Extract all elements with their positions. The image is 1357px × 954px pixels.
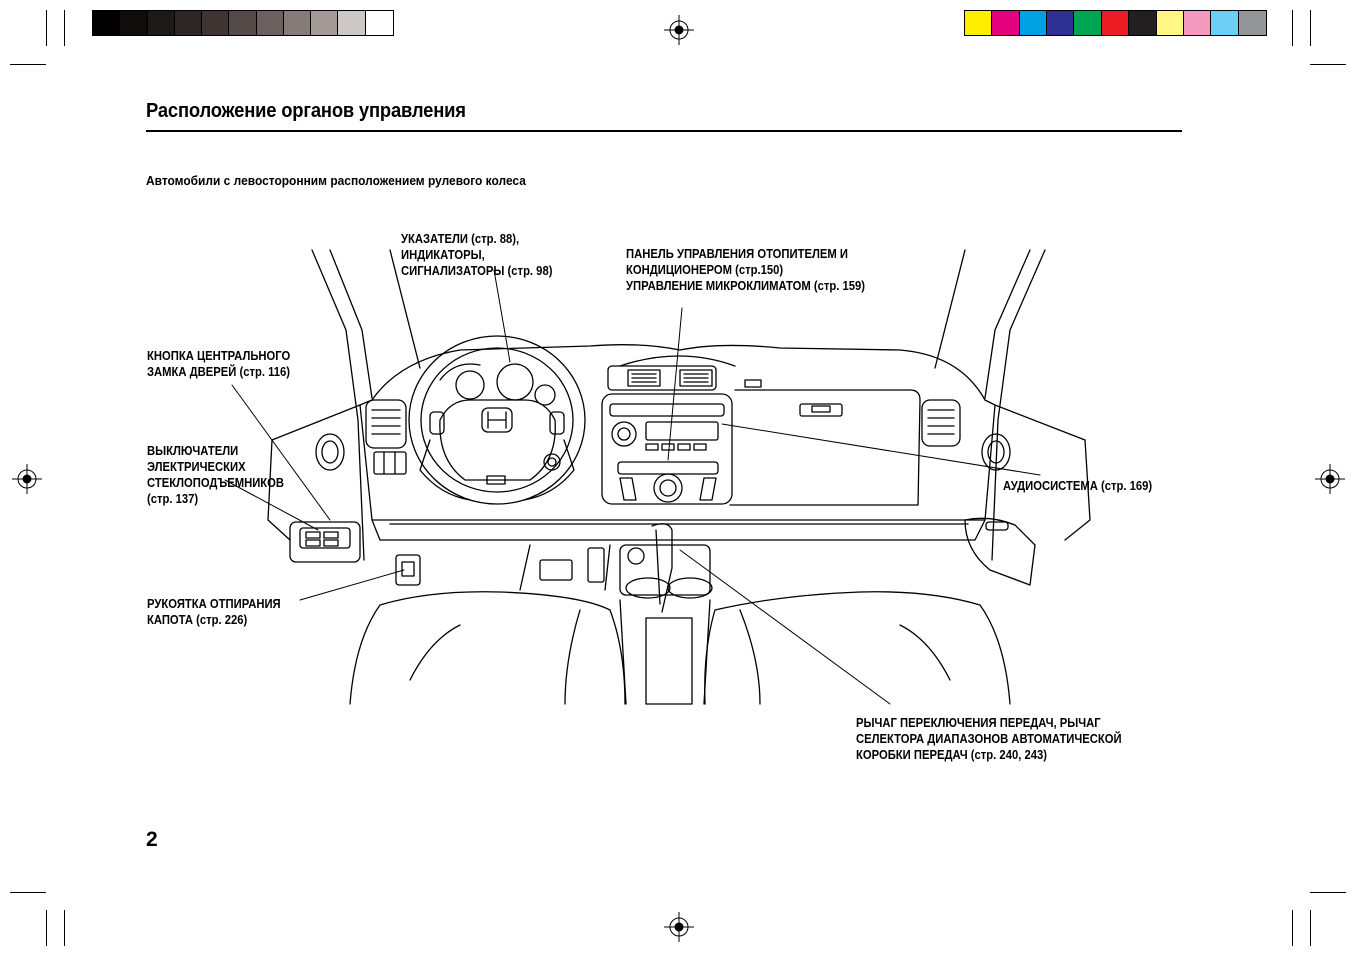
color-calibration-bar [964,10,1267,36]
color-swatch [1183,11,1212,35]
seats [349,591,1011,705]
label-hood-release: РУКОЯТКА ОТПИРАНИЯ КАПОТА (стр. 226) [147,597,281,627]
leader-gauges [493,269,511,363]
gray-swatch [365,11,393,35]
steering-wheel [408,335,586,505]
registration-mark-right [1315,464,1345,494]
label-gauges: УКАЗАТЕЛИ (стр. 88), ИНДИКАТОРЫ, СИГНАЛИ… [401,232,553,278]
left-door-area [289,433,361,563]
glovebox [729,379,921,506]
shift-console [619,523,713,705]
color-swatch [1047,11,1075,35]
left-vent [365,399,407,475]
color-swatch [1129,11,1157,35]
gray-swatch [338,11,366,35]
center-stack [601,355,736,505]
registration-mark-left [12,464,42,494]
leader-door-lock [231,384,331,521]
right-door-area [964,433,1036,586]
registration-mark-top [664,15,694,45]
color-swatch [1101,11,1130,35]
page-number: 2 [146,828,158,851]
gray-swatch [256,11,284,35]
color-swatch [1156,11,1184,35]
gray-swatch [311,11,339,35]
windshield-frame [311,249,1046,561]
color-swatch [1238,11,1266,35]
color-swatch [965,11,993,35]
registration-mark-bottom [664,912,694,942]
leader-hood [299,569,405,601]
leader-windows [224,479,319,531]
leader-shift [679,549,891,705]
title-rule [146,130,1182,132]
color-swatch [992,11,1020,35]
grayscale-calibration-bar [92,10,394,36]
gray-swatch [120,11,148,35]
page-subtitle: Автомобили с левосторонним расположением… [146,173,526,188]
label-door-lock: КНОПКА ЦЕНТРАЛЬНОГО ЗАМКА ДВЕРЕЙ (стр. 1… [147,349,291,379]
page-title: Расположение органов управления [146,100,466,122]
gray-swatch [229,11,257,35]
label-audio: АУДИОСИСТЕМА (стр. 169) [1003,479,1153,493]
label-climate: ПАНЕЛЬ УПРАВЛЕНИЯ ОТОПИТЕЛЕМ И КОНДИЦИОН… [626,247,866,293]
leader-climate [667,307,683,461]
pedals [395,544,611,591]
dashboard-outline [267,344,1091,541]
gray-swatch [283,11,312,35]
right-vent [921,399,961,447]
color-swatch [1074,11,1102,35]
color-swatch [1211,11,1239,35]
gray-swatch [202,11,230,35]
color-swatch [1019,11,1048,35]
leader-audio [721,423,1041,476]
label-shift-lever: РЫЧАГ ПЕРЕКЛЮЧЕНИЯ ПЕРЕДАЧ, РЫЧАГ СЕЛЕКТ… [856,716,1122,762]
label-power-windows: ВЫКЛЮЧАТЕЛИ ЭЛЕКТРИЧЕСКИХ СТЕКЛОПОДЪЕМНИ… [147,444,285,506]
gray-swatch [93,11,121,35]
gray-swatch [174,11,203,35]
gray-swatch [147,11,175,35]
leader-lines [224,269,1041,705]
